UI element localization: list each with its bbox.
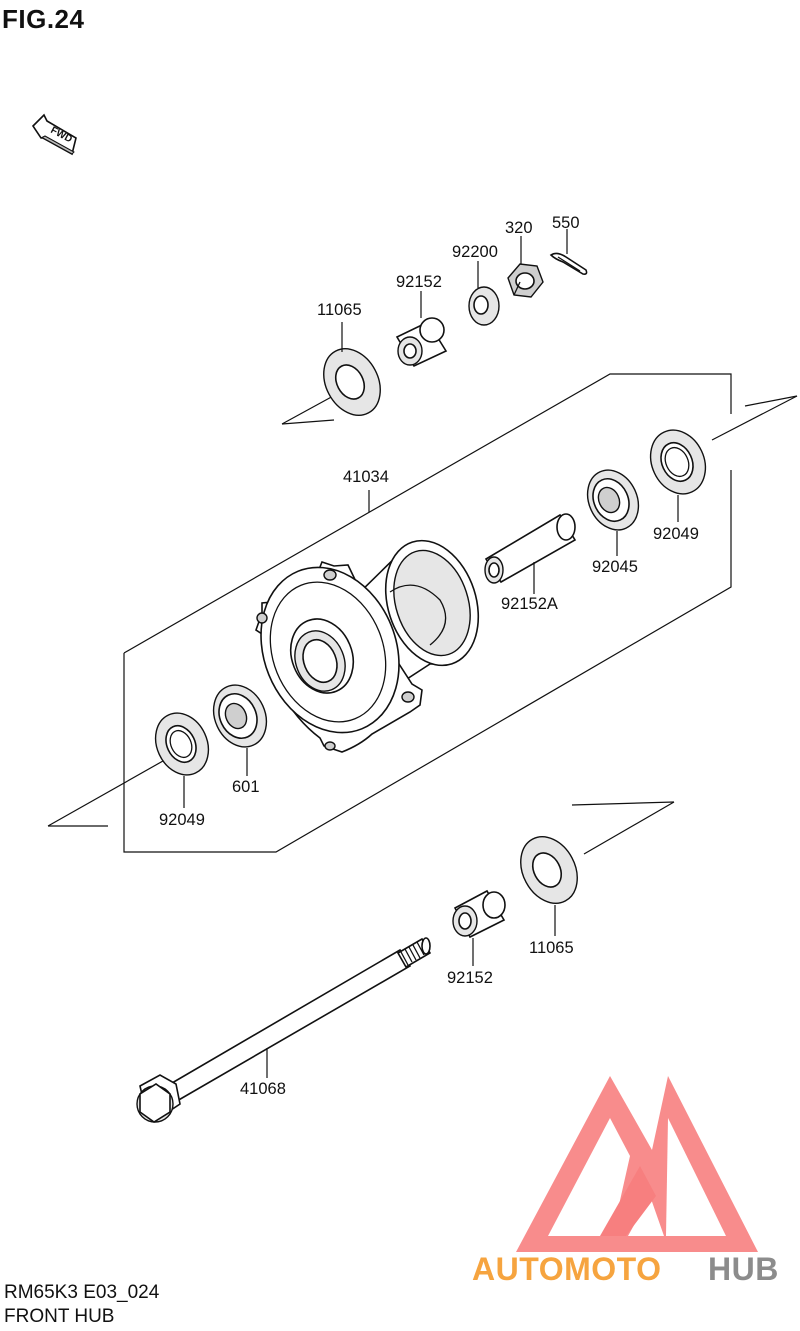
watermark-logo: AUTOMOTO HUB xyxy=(472,1076,779,1287)
label-11065-bottom: 11065 xyxy=(529,939,574,957)
label-92152A: 92152A xyxy=(501,595,558,613)
label-320: 320 xyxy=(505,219,533,237)
figure-title: FIG.24 xyxy=(2,4,85,34)
seal-92049-left xyxy=(154,712,210,808)
spacer-tube-92152A xyxy=(484,513,577,594)
washer-11065-top xyxy=(323,322,381,416)
label-92152-bottom: 92152 xyxy=(447,969,493,987)
hub-body-41034 xyxy=(255,539,480,753)
seal-92049-right xyxy=(649,429,707,522)
label-550: 550 xyxy=(552,214,580,232)
watermark-word-a: AUTOMOTO xyxy=(472,1251,661,1287)
axle-41068 xyxy=(136,937,432,1123)
label-92049-right: 92049 xyxy=(653,525,699,543)
collar-92152-bottom xyxy=(452,889,506,966)
label-92049-left: 92049 xyxy=(159,811,205,829)
cotter-pin-550 xyxy=(549,229,588,275)
label-41034: 41034 xyxy=(343,468,389,486)
label-41068: 41068 xyxy=(240,1080,286,1098)
diagram-name: FRONT HUB xyxy=(4,1306,115,1327)
washer-11065-bottom xyxy=(520,836,578,936)
bearing-92045 xyxy=(586,469,640,556)
watermark-word-b: HUB xyxy=(708,1251,779,1287)
collar-92152-top xyxy=(395,291,448,368)
washer-92200 xyxy=(468,261,500,326)
bearing-601 xyxy=(212,684,268,776)
fwd-arrow-icon: FWD xyxy=(31,113,77,156)
hub-assembly-bracket xyxy=(47,373,798,855)
label-11065-top: 11065 xyxy=(317,301,362,319)
label-92200: 92200 xyxy=(452,243,498,261)
label-601: 601 xyxy=(232,778,260,796)
nut-320 xyxy=(507,236,544,298)
label-92045: 92045 xyxy=(592,558,638,576)
diagram-code: RM65K3 E03_024 xyxy=(4,1282,160,1303)
label-92152-top: 92152 xyxy=(396,273,442,291)
